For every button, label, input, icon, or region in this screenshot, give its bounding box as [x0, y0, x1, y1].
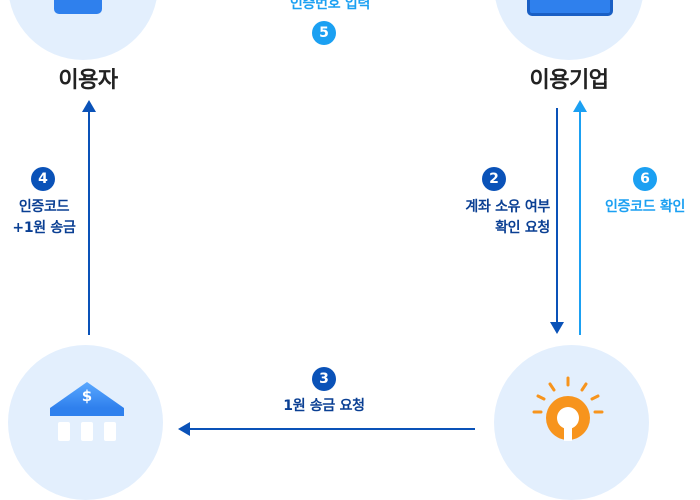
step2-label-line1: 계좌 소유 여부 [465, 199, 550, 215]
phone-icon [54, 0, 102, 14]
step5-label: 인증번호 입력 [289, 0, 371, 12]
step2-badge: 2 [482, 167, 506, 191]
step6-badge: 6 [633, 167, 657, 191]
step2-label-line2: 확인 요청 [495, 220, 550, 236]
arrow-company-to-bank-line [556, 108, 558, 324]
dollar-symbol: $ [81, 387, 93, 405]
step4-badge: 4 [31, 167, 55, 191]
arrow-up-head [82, 100, 96, 112]
step3-badge: 3 [312, 367, 336, 391]
company-label: 이용기업 [529, 68, 609, 93]
arrow-bank-to-company-line [579, 108, 581, 335]
laptop-icon [527, 0, 613, 16]
step6-label: 인증코드 확인 [604, 199, 686, 215]
lightbulb-icon [532, 376, 604, 441]
step4-label-line2: +1원 송금 [12, 220, 76, 236]
step4-label-line1: 인증코드 [18, 199, 70, 215]
arrow-bank-to-user-line [88, 108, 90, 335]
step3-label: 1원 송금 요청 [283, 398, 365, 414]
user-label: 이용자 [58, 68, 118, 93]
bank-icon [50, 382, 124, 441]
step5-badge: 5 [312, 21, 336, 45]
arrow-up-head-light [573, 100, 587, 112]
arrow-down-head [550, 322, 564, 334]
arrow-company-to-bank-horizontal-line [188, 428, 475, 430]
arrow-left-head [178, 422, 190, 436]
